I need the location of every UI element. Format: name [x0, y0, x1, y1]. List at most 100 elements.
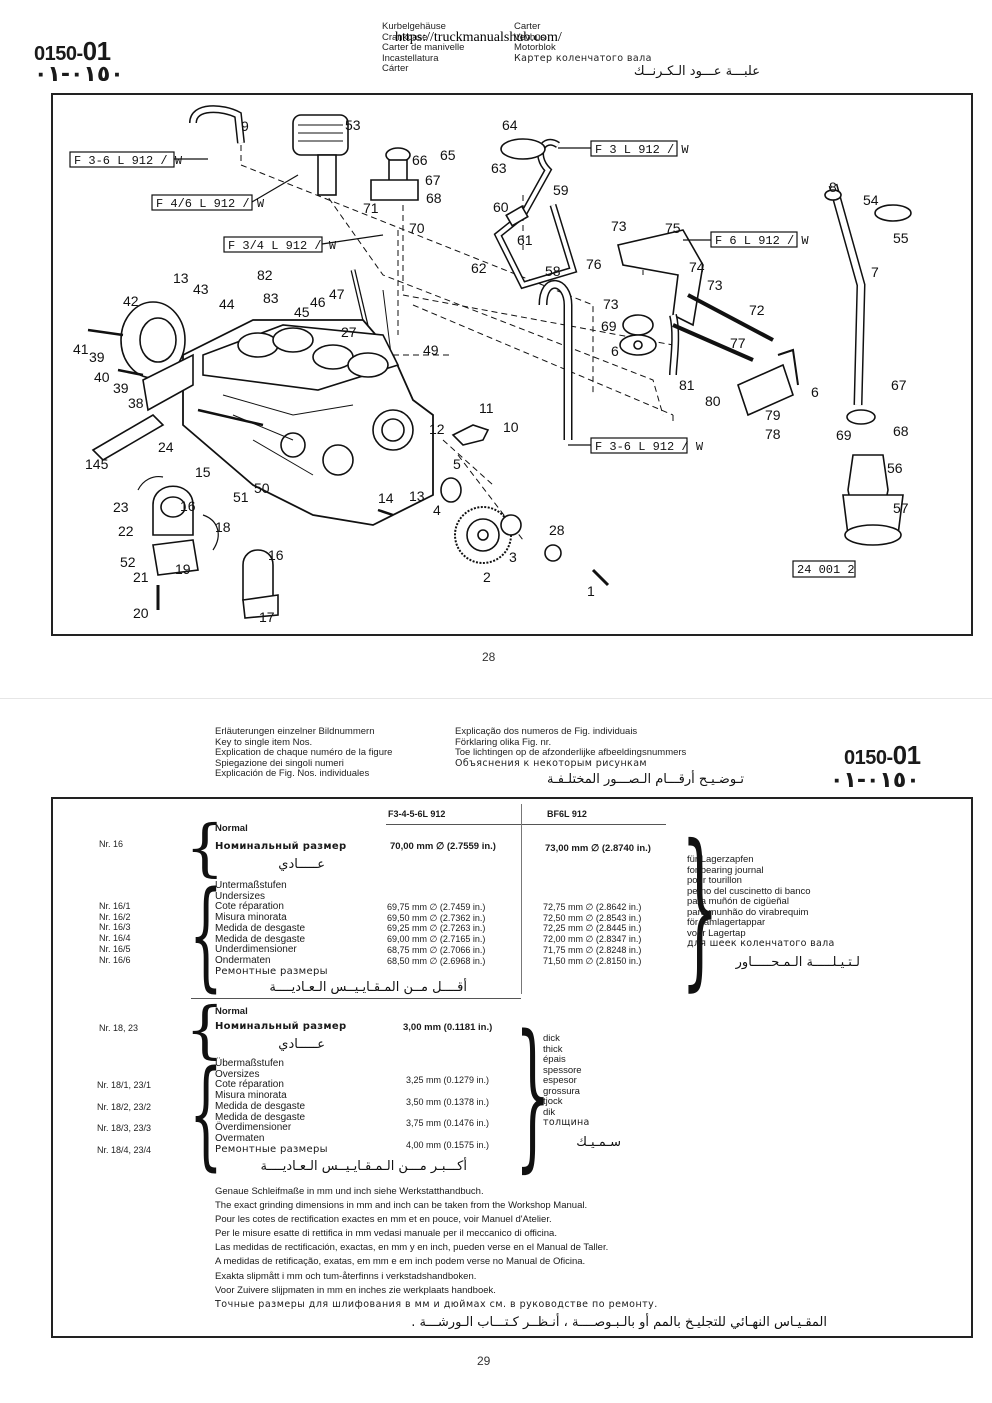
s1-side-arabic: لـتـيـلـــــة الـمـحـــــاور	[735, 955, 860, 970]
s1-nr-main: Nr. 16	[99, 839, 124, 849]
page2-expl-arabic: تـوضـيـح أرقـــام الـصـــور المختلـفـة	[547, 772, 744, 787]
s2-over-term: Ремонтные размеры	[215, 1143, 328, 1155]
svg-text:68: 68	[893, 423, 909, 439]
svg-text:57: 57	[893, 500, 909, 516]
s1-val-2: 71,75 mm ∅ (2.8248 in.)	[543, 944, 642, 955]
s1-normal-val-1: 70,00 mm ∅ (2.7559 in.)	[390, 841, 496, 852]
s1-sub-nr: Nr. 16/4	[99, 933, 131, 944]
s1-normal-term-2: Номинальный размер	[215, 841, 347, 852]
svg-text:14: 14	[378, 490, 394, 506]
svg-text:69: 69	[601, 318, 617, 334]
svg-text:73: 73	[603, 296, 619, 312]
title-en: Crankcase	[382, 31, 428, 43]
svg-text:79: 79	[765, 407, 781, 423]
s1-val-1: 68,75 mm ∅ (2.7066 in.)	[387, 944, 486, 955]
title-sv: Vevhus	[514, 31, 546, 43]
s2-normal-val: 3,00 mm (0.1181 in.)	[403, 1022, 493, 1033]
s2-over-term: Overmaten	[215, 1132, 265, 1144]
svg-text:22: 22	[118, 523, 134, 539]
expl-pt: Explicação dos numeros de Fig. individua…	[455, 726, 638, 737]
svg-text:38: 38	[128, 395, 144, 411]
s1-side: für Lagerzapfen for bearing journal pour…	[687, 854, 835, 950]
url-overlay-link[interactable]: https://truckmanualshub.com/	[395, 30, 562, 45]
s2-side: dick thick épais spessore espesor grossu…	[543, 1033, 590, 1129]
svg-text:78: 78	[765, 426, 781, 442]
svg-text:39: 39	[113, 380, 129, 396]
s2-side-line: grossura	[543, 1085, 580, 1097]
svg-text:81: 81	[679, 377, 695, 393]
page1-code-prefix: 0150-	[34, 43, 83, 65]
s2-normal-term-2: Номинальный размер	[215, 1021, 347, 1032]
svg-text:70: 70	[409, 220, 425, 236]
s1-val-2: 72,50 mm ∅ (2.8543 in.)	[543, 912, 642, 923]
s1-under-arabic: أقــــل مــن المـقـايـيــس الـعـاديــــة	[269, 980, 467, 995]
s2-over-terms: Übermaßstufen Oversizes Cote réparation …	[215, 1058, 328, 1155]
svg-text:74: 74	[689, 259, 705, 275]
s1-val-2: 72,00 mm ∅ (2.8347 in.)	[543, 934, 642, 945]
svg-text:18: 18	[215, 519, 231, 535]
variant-box-4: F 3 L 912 / W	[595, 143, 689, 157]
svg-text:77: 77	[730, 335, 746, 351]
s2-sub-nrs: Nr. 18/1, 23/1 Nr. 18/2, 23/2 Nr. 18/3, …	[97, 1075, 151, 1162]
s1-normal-arabic: عـــــادي	[278, 857, 325, 872]
page1-titles-left: Kurbelgehäuse Crankcase Carter de manive…	[382, 21, 464, 75]
variant-box-5: F 6 L 912 / W	[715, 234, 809, 248]
expl-de: Erläuterungen einzelner Bildnummern	[215, 726, 375, 737]
s1-side-line: para munhão do virabrequim	[687, 906, 809, 918]
s1-sub-nr: Nr. 16/2	[99, 911, 131, 922]
page2-code: 0150-01	[844, 740, 921, 771]
svg-text:69: 69	[836, 427, 852, 443]
s1-vals-2: 72,75 mm ∅ (2.8642 in.) 72,50 mm ∅ (2.85…	[543, 902, 641, 966]
note-line: Las medidas de rectificación, exactas, e…	[215, 1242, 609, 1254]
note-line: Voor Zuivere slijpmaten in mm en inches …	[215, 1284, 496, 1296]
title-de: Kurbelgehäuse	[382, 21, 446, 32]
s1-side-line: para muñón de cigüeñal	[687, 896, 789, 907]
svg-text:15: 15	[195, 464, 211, 480]
s1-normal-brace: {	[185, 811, 225, 884]
s1-val-1: 68,50 mm ∅ (2.6968 in.)	[387, 955, 486, 966]
s1-val-1: 69,50 mm ∅ (2.7362 in.)	[387, 912, 486, 923]
s1-normal-val-2: 73,00 mm ∅ (2.8740 in.)	[545, 843, 651, 854]
s1-under-term: Medida de desgaste	[215, 922, 306, 934]
svg-text:64: 64	[502, 117, 518, 133]
expl-fr: Explication de chaque numéro de la figur…	[215, 747, 393, 758]
svg-text:62: 62	[471, 260, 487, 276]
svg-text:63: 63	[491, 160, 507, 176]
svg-text:51: 51	[233, 489, 249, 505]
note-line: Per le misure esatte di rettifica in mm …	[215, 1228, 557, 1240]
s1-sub-nrs: Nr. 16/1 Nr. 16/2 Nr. 16/3 Nr. 16/4 Nr. …	[99, 901, 131, 965]
svg-text:19: 19	[175, 561, 191, 577]
s1-vals-1: 69,75 mm ∅ (2.7459 in.) 69,50 mm ∅ (2.73…	[387, 902, 485, 966]
svg-text:58: 58	[545, 263, 561, 279]
s1-side-line: for bearing journal	[687, 864, 764, 876]
s1-val-2: 71,50 mm ∅ (2.8150 in.)	[543, 955, 642, 966]
page2-code-suffix: 01	[892, 740, 921, 770]
svg-text:45: 45	[294, 304, 310, 320]
s2-over-term: Misura minorata	[215, 1090, 287, 1102]
section-rule	[191, 998, 521, 999]
col-head-2: BF6L 912	[547, 809, 587, 819]
svg-text:59: 59	[553, 182, 569, 198]
s2-side-brace: }	[515, 1000, 551, 1187]
svg-text:16: 16	[268, 547, 284, 563]
svg-text:20: 20	[133, 605, 149, 621]
note-line: The exact grinding dimensions in mm and …	[215, 1200, 588, 1212]
svg-text:60: 60	[493, 199, 509, 215]
page1-title-arabic: علبـــة عـــود الـكـرنــك	[633, 64, 760, 79]
svg-text:55: 55	[893, 230, 909, 246]
svg-text:5: 5	[453, 456, 461, 472]
variant-box-3: F 3/4 L 912 / W	[228, 239, 337, 253]
s1-val-1: 69,75 mm ∅ (2.7459 in.)	[387, 902, 486, 912]
page-divider	[0, 698, 992, 699]
svg-text:73: 73	[611, 218, 627, 234]
svg-text:72: 72	[749, 302, 765, 318]
s1-under-term: Ремонтные размеры	[215, 965, 328, 977]
svg-text:76: 76	[586, 256, 602, 272]
s2-over-term: Överdimensioner	[215, 1122, 292, 1134]
svg-text:61: 61	[517, 232, 533, 248]
s2-val: 3,75 mm (0.1476 in.)	[406, 1118, 490, 1129]
svg-text:28: 28	[549, 522, 565, 538]
svg-text:56: 56	[887, 460, 903, 476]
expl-en: Key to single item Nos.	[215, 736, 313, 748]
svg-text:23: 23	[113, 499, 129, 515]
